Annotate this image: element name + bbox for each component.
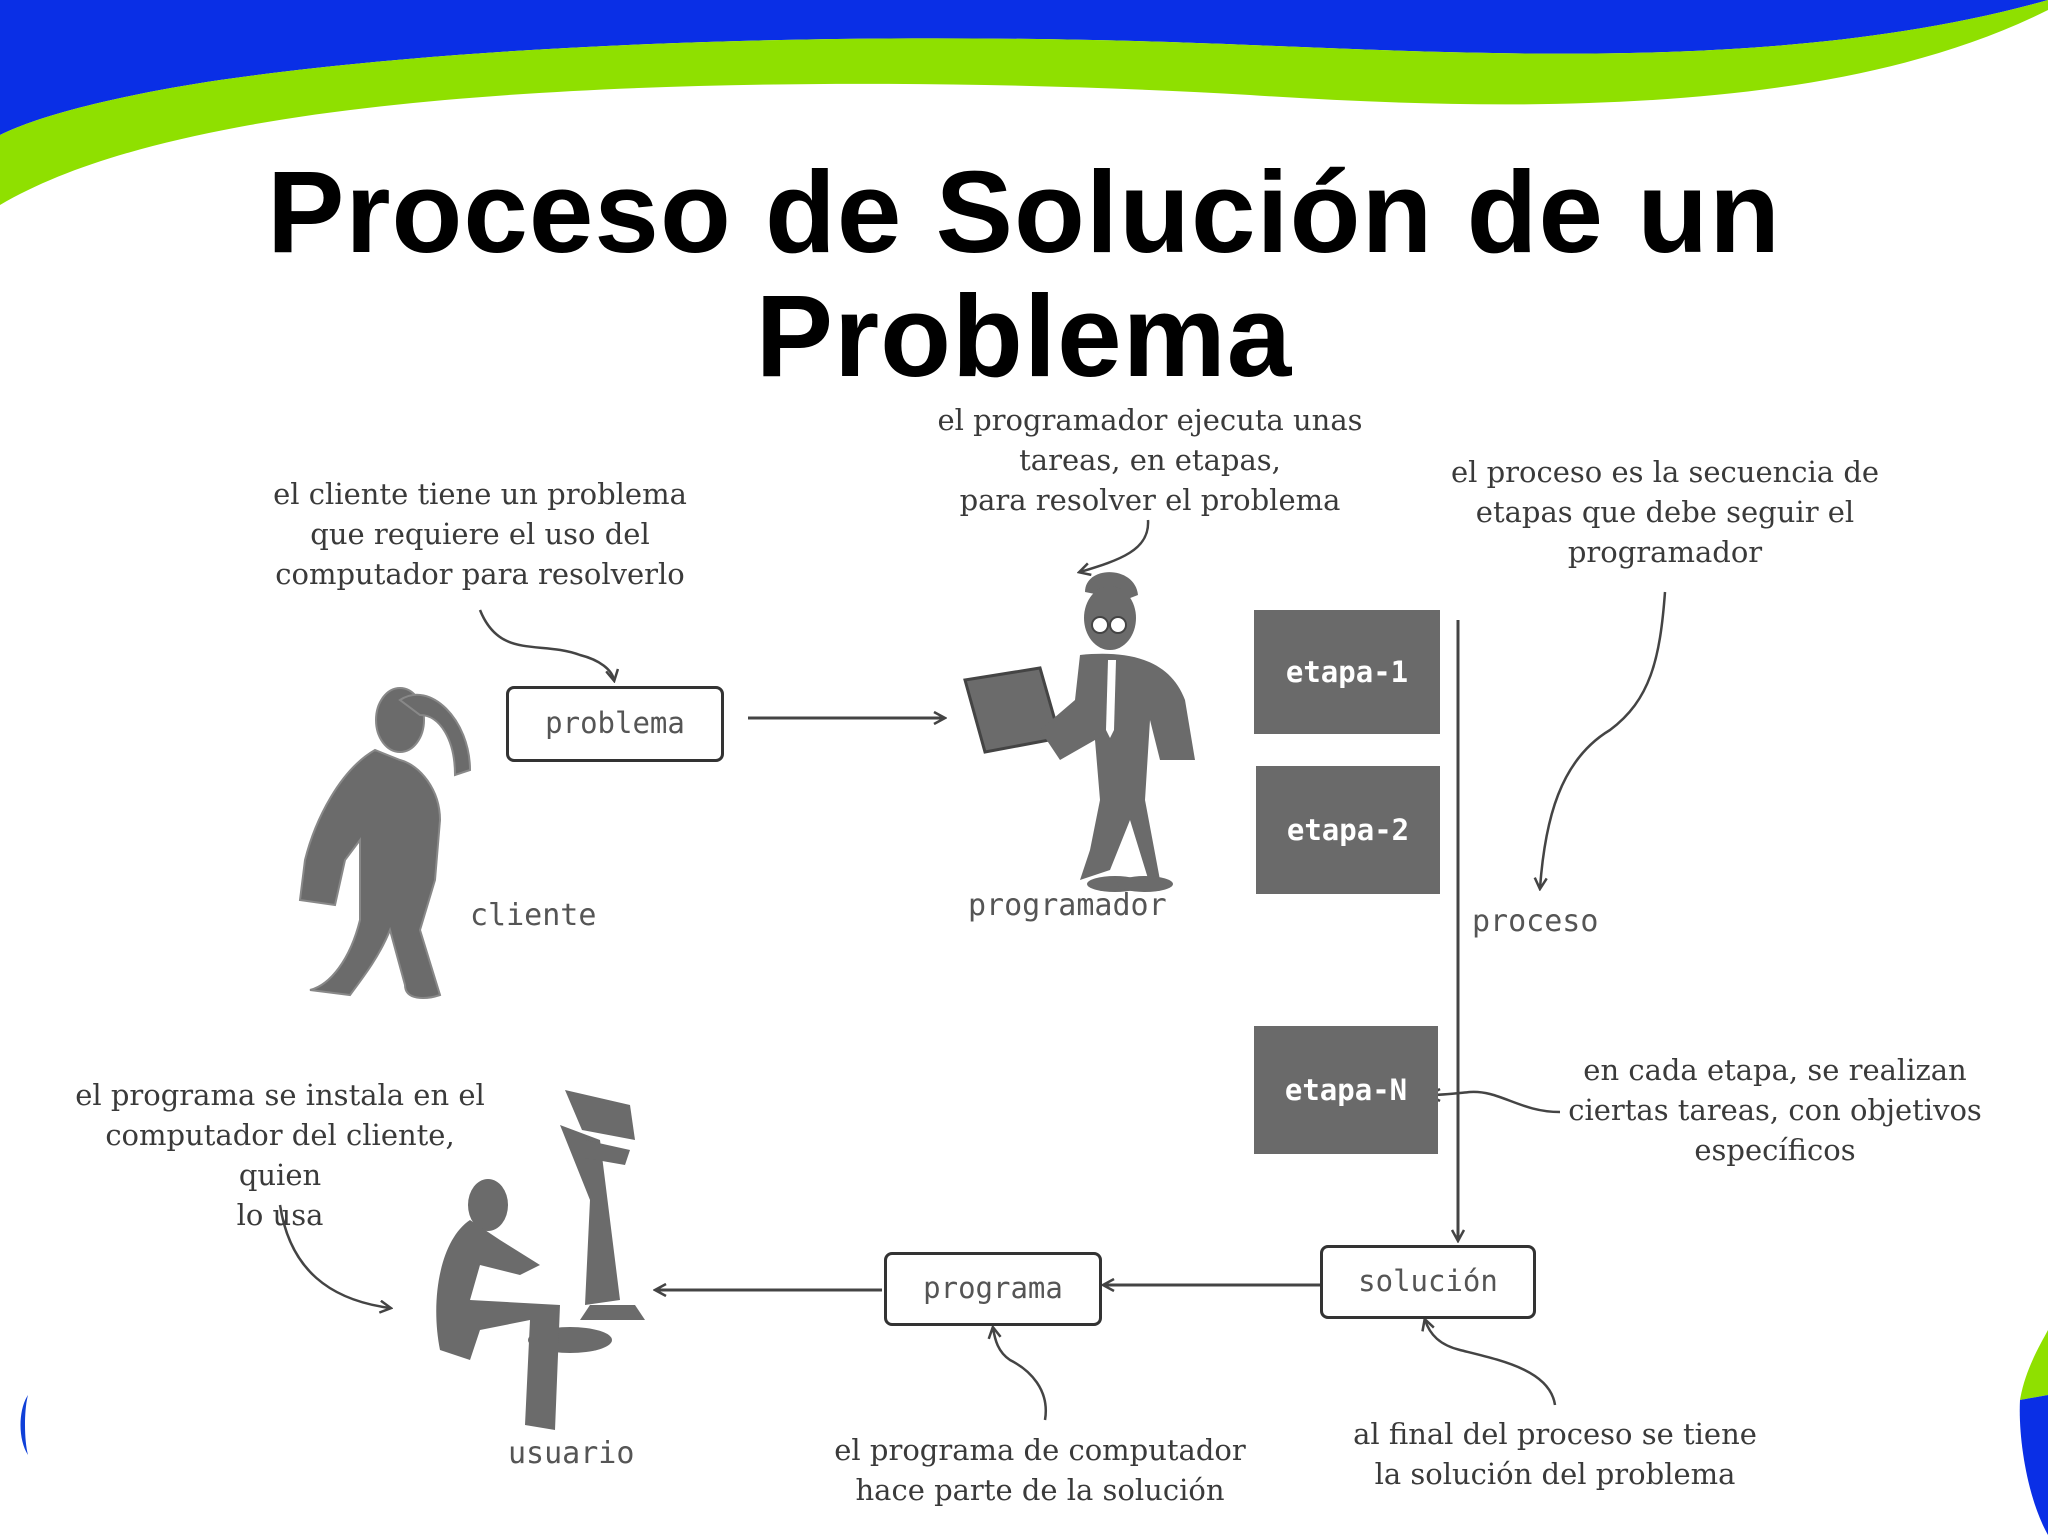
cliente-figure xyxy=(298,687,472,999)
pointer-proceso-note xyxy=(1540,591,1667,888)
label-cliente: cliente xyxy=(470,898,597,933)
label-proceso: proceso xyxy=(1472,904,1599,939)
note-line: programador xyxy=(1567,535,1763,569)
note-line: computador para resolverlo xyxy=(275,557,685,591)
stage-etapa-n: etapa-N xyxy=(1254,1026,1438,1154)
pointer-etapa-note xyxy=(1430,1092,1561,1114)
label-usuario: usuario xyxy=(508,1436,635,1471)
note-line: computador del cliente, quien xyxy=(105,1118,455,1192)
note-line: en cada etapa, se realizan xyxy=(1583,1053,1967,1087)
note-line: hace parte de la solución xyxy=(855,1473,1225,1507)
box-solucion: solución xyxy=(1320,1245,1536,1319)
pointer-cliente-note xyxy=(478,609,614,680)
note-line: el programador ejecuta unas xyxy=(937,403,1363,437)
note-programa-instala: el programa se instala en el computador … xyxy=(60,1075,500,1235)
slide-title-line-2: Problema xyxy=(755,271,1293,401)
note-cliente-problema: el cliente tiene un problema que requier… xyxy=(255,474,705,594)
pointer-programador-note xyxy=(1080,519,1150,572)
note-line: ciertas tareas, con objetivos xyxy=(1568,1093,1982,1127)
note-line: el programa se instala en el xyxy=(75,1078,485,1112)
note-line: que requiere el uso del xyxy=(310,517,650,551)
note-line: la solución del problema xyxy=(1374,1457,1736,1491)
usuario-figure xyxy=(436,1090,645,1430)
box-problema: problema xyxy=(506,686,724,762)
slide-title-line-1: Proceso de Solución de un xyxy=(267,147,1781,277)
note-line: lo usa xyxy=(236,1198,324,1232)
note-line: el cliente tiene un problema xyxy=(273,477,687,511)
note-line: etapas que debe seguir el xyxy=(1475,495,1855,529)
note-programador-tareas: el programador ejecuta unas tareas, en e… xyxy=(920,400,1380,520)
pointer-programa-note xyxy=(993,1328,1048,1421)
stage-etapa-1: etapa-1 xyxy=(1254,610,1440,734)
label-programador: programador xyxy=(968,888,1167,923)
note-proceso-secuencia: el proceso es la secuencia de etapas que… xyxy=(1440,452,1890,572)
note-line: específicos xyxy=(1694,1133,1856,1167)
pointer-solucion-note xyxy=(1425,1320,1557,1406)
pointer-usuario-note xyxy=(278,1204,390,1308)
note-line: para resolver el problema xyxy=(959,483,1341,517)
note-programa-parte: el programa de computador hace parte de … xyxy=(830,1430,1250,1510)
note-line: el programa de computador xyxy=(834,1433,1246,1467)
note-line: tareas, en etapas, xyxy=(1019,443,1281,477)
box-programa: programa xyxy=(884,1252,1102,1326)
programador-figure xyxy=(963,572,1195,892)
stage-etapa-2: etapa-2 xyxy=(1256,766,1440,894)
note-line: al final del proceso se tiene xyxy=(1353,1417,1757,1451)
note-line: el proceso es la secuencia de xyxy=(1450,455,1880,489)
note-final-solucion: al final del proceso se tiene la solució… xyxy=(1340,1414,1770,1494)
note-etapa-tareas: en cada etapa, se realizan ciertas tarea… xyxy=(1560,1050,1990,1170)
